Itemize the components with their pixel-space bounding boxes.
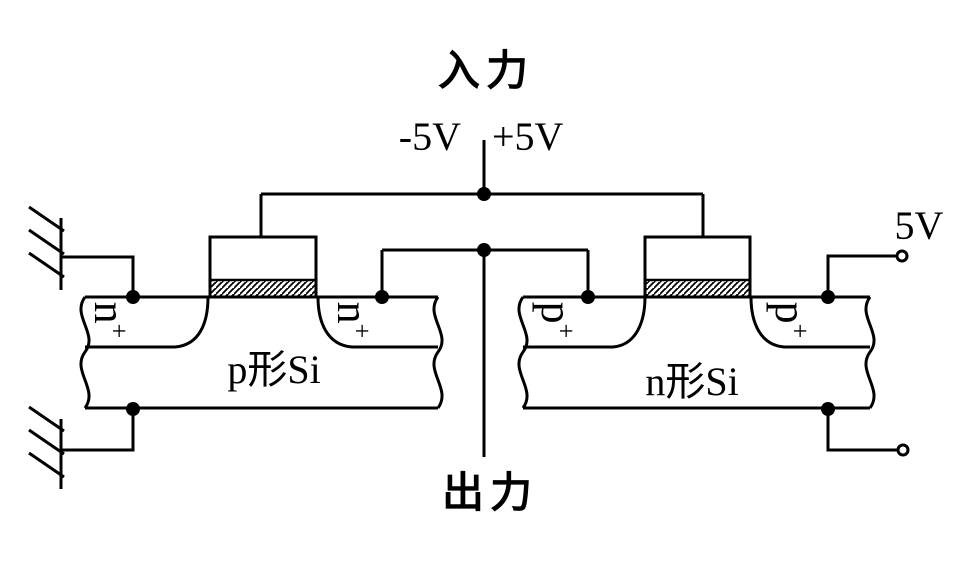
- supply-terminal-circle: [895, 249, 909, 263]
- left-substrate-label: p形Si: [227, 347, 321, 392]
- right-substrate-contact-dot: [821, 402, 835, 416]
- supply-terminal-wire: [826, 254, 897, 297]
- left-drain-nplus-label: n+: [328, 301, 377, 339]
- input-neg-voltage-label: -5V: [398, 114, 461, 159]
- right-drain-pplus-label: p+: [532, 301, 581, 339]
- right-gate-stack: [643, 235, 752, 299]
- region-base: n: [85, 301, 134, 324]
- left-block-left-broken-edge: [79, 296, 91, 409]
- right-drain-contact-dot: [581, 290, 595, 304]
- right-pplus-source-junction: [749, 296, 870, 349]
- output-title-label: 出力: [441, 469, 539, 516]
- right-block-left-broken-edge: [517, 296, 529, 409]
- region-sup: +: [347, 323, 377, 339]
- left-source-contact-dot: [126, 290, 140, 304]
- output-wire-network: [380, 248, 590, 457]
- input-title-label: 入力: [437, 47, 535, 94]
- input-node-dot: [477, 187, 491, 201]
- left-gate-stack: [208, 235, 318, 299]
- connection-dots: [126, 187, 835, 416]
- ground-symbol-top-left: [28, 205, 135, 297]
- left-nplus-drain-junction: [316, 296, 438, 349]
- region-sup: +: [551, 323, 581, 339]
- right-source-pplus-label: p+: [766, 301, 815, 339]
- substrate-terminal-circle: [896, 443, 910, 457]
- region-base: p: [766, 301, 815, 324]
- region-base: n: [328, 301, 377, 324]
- region-sup: +: [785, 323, 815, 339]
- right-pplus-drain-junction: [523, 296, 647, 349]
- right-block-right-broken-edge: [864, 296, 876, 409]
- right-gate-oxide-hatched: [643, 278, 752, 299]
- region-base: p: [532, 301, 581, 324]
- ground-symbol-bottom-left: [28, 405, 135, 489]
- left-gate-oxide-hatched: [208, 278, 318, 299]
- supply-voltage-label: 5V: [894, 203, 944, 248]
- input-pos-voltage-label: +5V: [492, 114, 564, 159]
- left-block-right-broken-edge: [432, 296, 444, 409]
- region-sup: +: [104, 323, 134, 339]
- left-substrate-contact-dot: [126, 402, 140, 416]
- left-nplus-source-junction: [85, 296, 210, 349]
- output-node-dot: [477, 243, 491, 257]
- right-substrate-label: n形Si: [645, 359, 739, 404]
- right-source-contact-dot: [821, 290, 835, 304]
- left-drain-contact-dot: [375, 290, 389, 304]
- substrate-terminal-wire: [826, 409, 898, 452]
- left-source-nplus-label: n+: [85, 301, 134, 339]
